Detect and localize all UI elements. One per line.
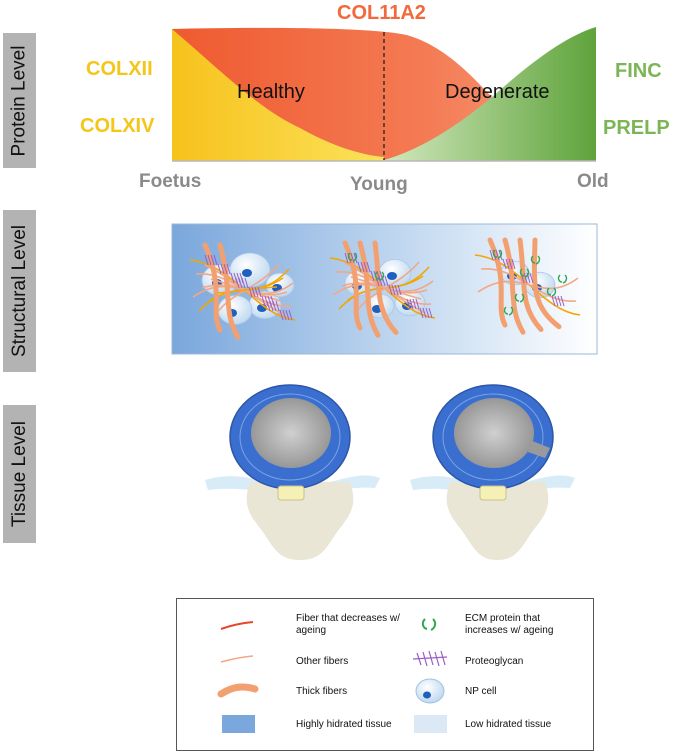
legend-low-hydrated: Low hidrated tissue	[465, 719, 552, 730]
old-label: Old	[577, 171, 609, 192]
colxiv-label: COLXIV	[80, 115, 155, 137]
legend-high-hydrated: Highly hidrated tissue	[296, 719, 392, 730]
finc-label: FINC	[615, 60, 662, 82]
protein-level-label: Protein Level	[3, 33, 36, 168]
degenerate-label: Degenerate	[445, 81, 550, 103]
foetus-label: Foetus	[139, 171, 202, 192]
legend-ecm-protein: ECM protein that increases w/ ageing	[465, 613, 554, 636]
finc-area	[384, 27, 596, 161]
healthy-disc	[205, 384, 380, 560]
structural-level-label: Structural Level	[3, 210, 36, 372]
legend-np-cell: NP cell	[465, 686, 497, 697]
legend: Fiber that decreases w/ ageing ECM prote…	[176, 598, 594, 751]
col11a2-label: COL11A2	[337, 2, 426, 24]
legend-symbols	[217, 618, 448, 733]
healthy-label: Healthy	[237, 81, 305, 103]
legend-fiber-decreases: Fiber that decreases w/ ageing	[296, 613, 400, 636]
structure-young	[189, 237, 581, 340]
legend-other-fibers: Other fibers	[296, 656, 349, 667]
colxii-area	[172, 29, 384, 161]
degenerate-disc	[410, 384, 575, 560]
tissue-level-label: Tissue Level	[3, 405, 36, 543]
legend-proteoglycan: Proteoglycan	[465, 656, 524, 667]
young-label: Young	[350, 174, 408, 195]
colxii-label: COLXII	[86, 58, 153, 80]
legend-thick-fibers: Thick fibers	[296, 686, 348, 697]
prelp-label: PRELP	[603, 117, 670, 139]
